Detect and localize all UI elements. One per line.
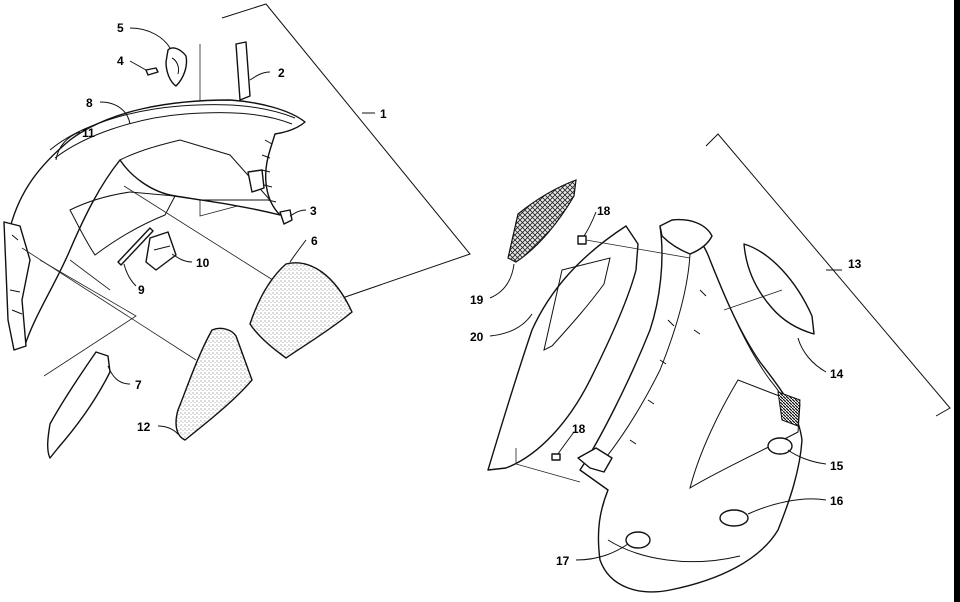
guide-line-fastener-lower	[515, 448, 581, 483]
hood-trim-strip	[49, 104, 296, 151]
lower-hood-bottom-edge	[607, 539, 741, 563]
part-2-windshield	[235, 41, 251, 101]
guide-line-part-6	[123, 185, 277, 283]
part-3-clip	[279, 209, 293, 225]
leader-18a	[583, 211, 597, 237]
callout-9: 9	[138, 283, 145, 297]
assembly-bracket-1	[221, 3, 471, 317]
callout-10: 10	[196, 256, 210, 270]
hood-small-bracket	[247, 169, 265, 193]
part-18-fastener-lower	[551, 453, 561, 461]
leader-15	[787, 449, 827, 465]
part-15-grommet	[767, 437, 793, 455]
leader-17	[575, 543, 629, 561]
callout-12: 12	[137, 420, 151, 434]
part-10-bracket-detail	[153, 245, 171, 251]
upper-nose-piece	[659, 218, 713, 255]
callout-6: 6	[311, 234, 318, 248]
part-5-mirror	[165, 47, 188, 87]
leader-20	[489, 313, 533, 337]
part-5-mirror-inner	[171, 57, 179, 75]
part-7-side-panel	[47, 351, 111, 459]
callout-13: 13	[848, 257, 862, 271]
leader-18b	[557, 431, 575, 455]
leader-10	[171, 253, 193, 263]
leader-6	[289, 239, 307, 263]
callout-3: 3	[310, 204, 317, 218]
leader-5	[129, 27, 171, 49]
callout-4: 4	[117, 54, 124, 68]
leader-12	[157, 425, 179, 435]
guide-line-part-11	[69, 259, 111, 291]
callout-17: 17	[556, 554, 570, 568]
part-17-pad	[625, 531, 651, 549]
part-14-windshield	[743, 243, 815, 335]
callout-11: 11	[82, 126, 95, 140]
leader-9	[123, 263, 137, 287]
leader-11	[55, 131, 81, 161]
hood-side-detail	[9, 234, 23, 315]
leader-8	[99, 101, 131, 125]
leader-3	[289, 209, 307, 217]
callout-19: 19	[470, 293, 484, 307]
hood-edge-teeth	[261, 139, 277, 203]
part-19-mesh-vent	[507, 179, 577, 263]
guide-line-fastener-upper	[585, 239, 691, 259]
mounting-tabs	[629, 289, 707, 445]
callout-14: 14	[830, 367, 844, 381]
right-edge-bar	[954, 0, 960, 602]
callout-15: 15	[830, 459, 844, 473]
part-12-foam-pad	[175, 327, 253, 441]
part-18-fastener-upper	[577, 235, 587, 245]
leader-19	[489, 263, 515, 299]
lower-mount-bracket	[577, 447, 613, 473]
hood-cavity	[69, 191, 176, 256]
part-20-side-panel	[487, 225, 639, 471]
hood-trim-strip-inner	[54, 112, 293, 159]
callout-1: 1	[380, 107, 387, 121]
part-20-cutout	[543, 257, 611, 351]
part-9-rod	[117, 227, 154, 266]
callout-5: 5	[117, 21, 124, 35]
hood-side-flange	[3, 221, 31, 351]
callout-7: 7	[135, 378, 142, 392]
leader-14	[797, 337, 827, 373]
assembly-bracket-13	[705, 133, 951, 417]
leader-7	[107, 365, 131, 385]
leader-16	[747, 498, 827, 515]
callout-16: 16	[830, 494, 844, 508]
part-16-pad	[719, 509, 749, 527]
callout-18-lower: 18	[572, 422, 586, 436]
leader-2	[249, 71, 271, 81]
lower-grille	[777, 391, 801, 427]
callout-20: 20	[470, 330, 484, 344]
leader-4	[129, 60, 147, 71]
callout-2: 2	[278, 66, 285, 80]
part-6-foam-pad	[249, 262, 353, 359]
guide-line-part-7	[39, 259, 137, 377]
part-4-screw	[145, 67, 159, 76]
callout-18-upper: 18	[597, 204, 611, 218]
lower-hood-inner-line	[603, 253, 691, 461]
callout-8: 8	[86, 96, 93, 110]
guide-line-part-14	[723, 289, 783, 311]
part-10-bracket	[145, 231, 177, 271]
